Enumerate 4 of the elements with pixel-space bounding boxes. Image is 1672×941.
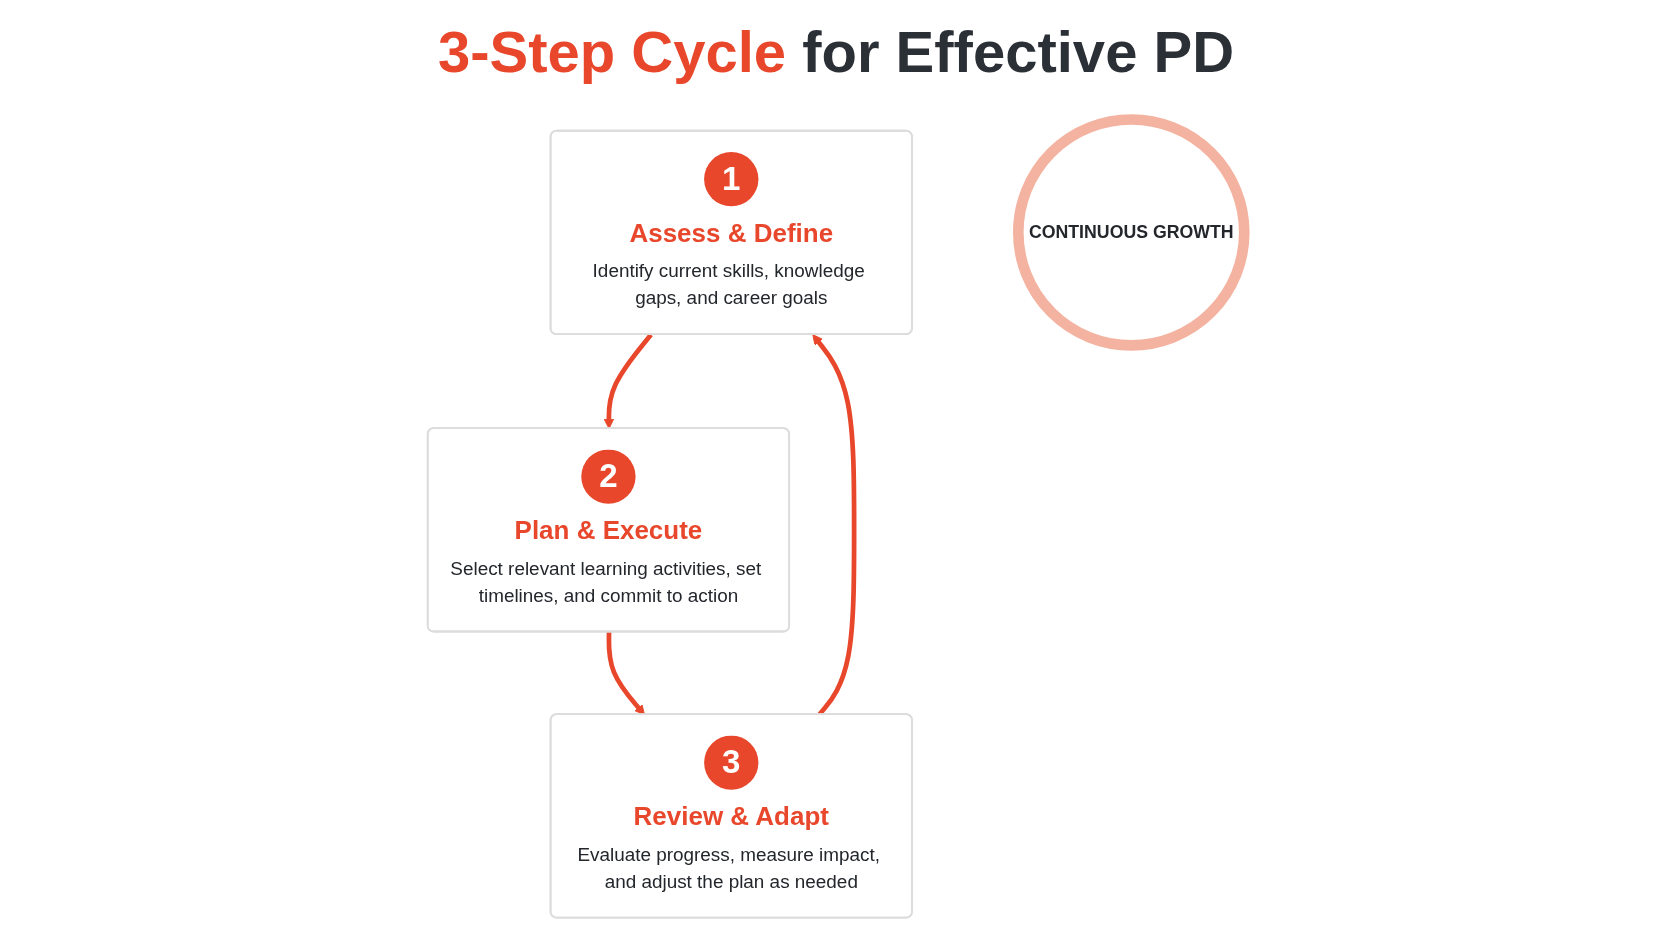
node-circle: CONTINUOUS GROWTH (1012, 114, 1250, 351)
arrow (606, 632, 645, 716)
title: 3-Step Cycle for Effective PD (437, 18, 1235, 85)
arrow (603, 333, 653, 430)
